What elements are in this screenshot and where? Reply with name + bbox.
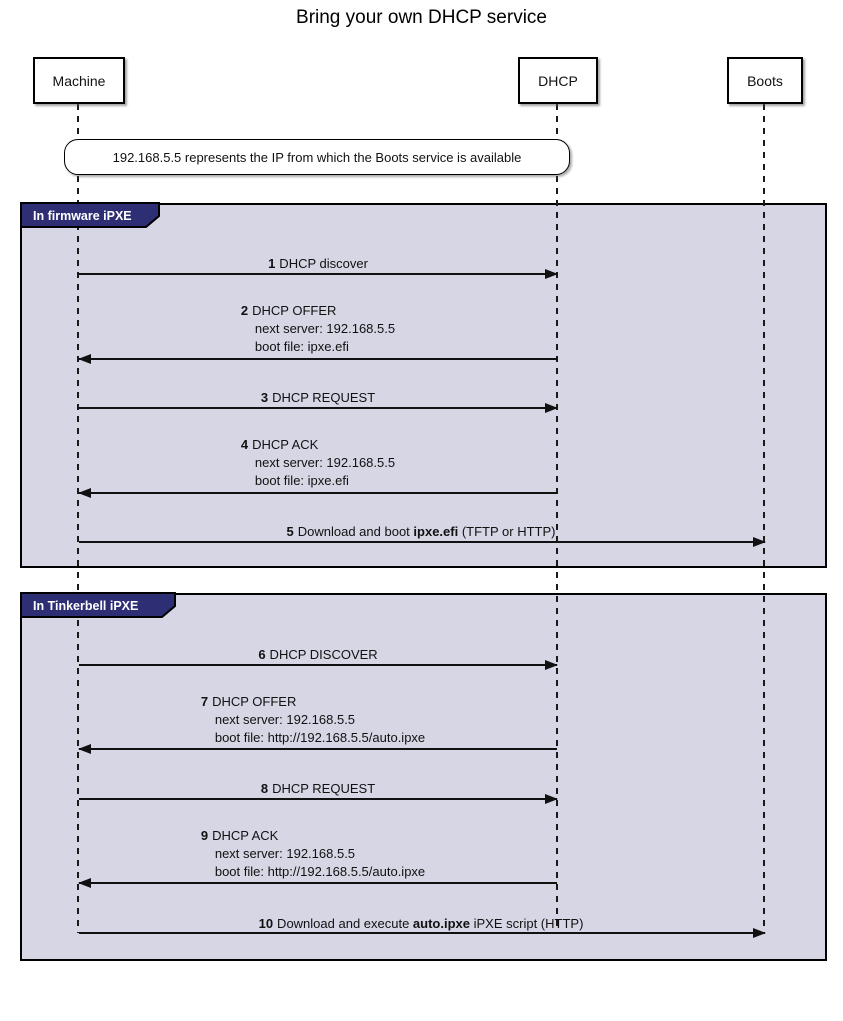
message-4-number: 4 <box>240 437 249 452</box>
arrowhead-right-icon <box>545 402 558 413</box>
message-3-number: 3 <box>260 390 269 405</box>
group-tag-firmware-ipxe: In firmware iPXE <box>20 202 160 228</box>
message-3-text: DHCP REQUEST <box>272 390 376 405</box>
participant-dhcp-label: DHCP <box>538 72 578 89</box>
message-9-number: 9 <box>200 828 209 843</box>
group-tag-label: In Tinkerbell iPXE <box>33 599 138 613</box>
message-10-emphasis: auto.ipxe <box>412 916 471 931</box>
lifeline-dhcp <box>556 104 558 933</box>
message-6-number: 6 <box>258 647 266 662</box>
arrowhead-right-icon <box>545 659 558 670</box>
message-2-text: DHCP OFFER <box>252 303 337 318</box>
arrowhead-right-icon <box>753 927 766 938</box>
message-5-emphasis: ipxe.efi <box>413 524 459 539</box>
message-5-text-prefix: Download and boot <box>297 524 414 539</box>
message-10-text-prefix: Download and execute <box>277 916 413 931</box>
message-7-detail-1: next server: 192.168.5.5 <box>214 712 356 727</box>
group-frame-tinkerbell-ipxe <box>20 593 827 961</box>
lifeline-machine <box>77 104 79 933</box>
arrowhead-left-icon <box>78 353 91 364</box>
message-6-arrow <box>79 659 558 670</box>
participant-machine-label: Machine <box>52 72 106 89</box>
group-tag-tinkerbell-ipxe: In Tinkerbell iPXE <box>20 592 176 618</box>
message-2-detail-2: boot file: ipxe.efi <box>254 339 349 354</box>
arrowhead-right-icon <box>753 536 766 547</box>
message-7-arrow <box>78 743 557 754</box>
message-9-detail-2: boot file: http://192.168.5.5/auto.ipxe <box>214 864 426 879</box>
note-text: 192.168.5.5 represents the IP from which… <box>112 149 522 165</box>
group-tag-shape <box>20 592 176 618</box>
message-5-arrow <box>79 536 766 547</box>
message-4-arrow <box>78 487 557 498</box>
diagram-title: Bring your own DHCP service <box>296 7 547 28</box>
message-10-text-suffix: iPXE script (HTTP) <box>470 916 584 931</box>
message-10-number: 10 <box>258 916 274 931</box>
message-1-arrow <box>79 268 558 279</box>
message-5-number: 5 <box>286 524 294 539</box>
message-7-text: DHCP OFFER <box>212 694 297 709</box>
message-3-arrow <box>79 402 558 413</box>
message-9-arrow <box>78 877 557 888</box>
participant-dhcp: DHCP <box>518 57 598 104</box>
message-7-number: 7 <box>200 694 209 709</box>
message-4-detail-2: boot file: ipxe.efi <box>254 473 349 488</box>
message-2-detail-1: next server: 192.168.5.5 <box>254 321 396 336</box>
message-4-text: DHCP ACK <box>252 437 319 452</box>
message-6-text: DHCP DISCOVER <box>269 647 378 662</box>
message-8-arrow <box>79 793 558 804</box>
message-8-number: 8 <box>260 781 269 796</box>
group-tag-shape <box>20 202 160 228</box>
group-tag-label: In firmware iPXE <box>33 209 132 223</box>
message-1-text: DHCP discover <box>279 256 368 271</box>
message-9-detail-1: next server: 192.168.5.5 <box>214 846 356 861</box>
message-10-arrow <box>79 927 766 938</box>
message-1-number: 1 <box>268 256 276 271</box>
message-8-text: DHCP REQUEST <box>272 781 376 796</box>
arrowhead-left-icon <box>78 877 91 888</box>
message-2-number: 2 <box>240 303 249 318</box>
message-5-text-suffix: (TFTP or HTTP) <box>458 524 556 539</box>
participant-machine: Machine <box>33 57 125 104</box>
arrowhead-right-icon <box>545 268 558 279</box>
group-frame-firmware-ipxe <box>20 203 827 568</box>
message-4-detail-1: next server: 192.168.5.5 <box>254 455 396 470</box>
message-2-arrow <box>78 353 557 364</box>
note-bubble: 192.168.5.5 represents the IP from which… <box>64 139 570 175</box>
participant-boots-label: Boots <box>747 72 783 89</box>
message-9-text: DHCP ACK <box>212 828 279 843</box>
participant-boots: Boots <box>727 57 803 104</box>
arrowhead-right-icon <box>545 793 558 804</box>
message-7-detail-2: boot file: http://192.168.5.5/auto.ipxe <box>214 730 426 745</box>
arrowhead-left-icon <box>78 487 91 498</box>
arrowhead-left-icon <box>78 743 91 754</box>
lifeline-boots <box>763 104 765 933</box>
